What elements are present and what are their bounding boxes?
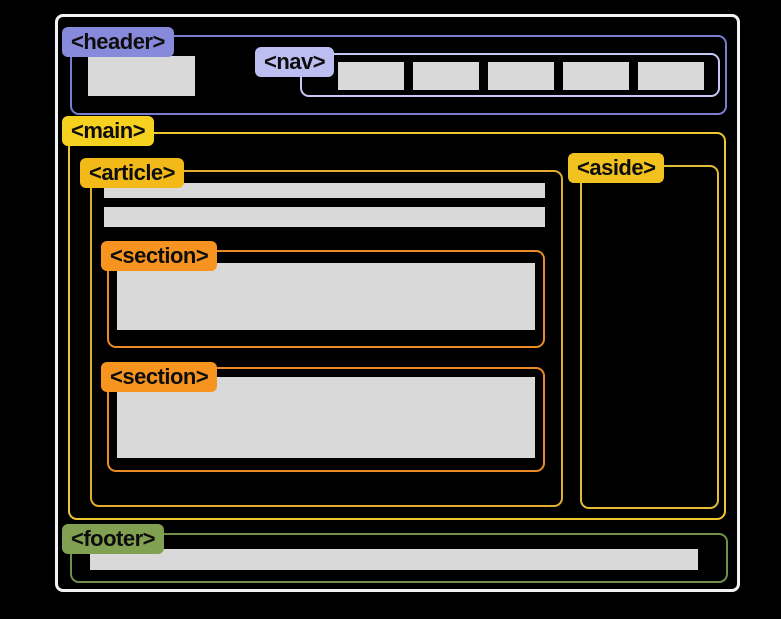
header-region-outline	[70, 35, 727, 115]
article-text-bar	[104, 207, 545, 227]
header-content-block	[88, 56, 195, 96]
footer-region-outline	[70, 533, 728, 583]
article-tag-label: <article>	[80, 158, 185, 188]
nav-item-block	[638, 62, 704, 90]
nav-item-block	[413, 62, 479, 90]
aside-tag-label: <aside>	[568, 153, 665, 183]
nav-item-block	[338, 62, 404, 90]
section-tag-label: <section>	[101, 241, 218, 271]
footer-content-block	[90, 549, 698, 570]
page-outline	[55, 14, 740, 592]
article-region-outline	[90, 170, 563, 507]
section-region-outline	[107, 250, 545, 348]
nav-tag-label: <nav>	[255, 47, 335, 77]
footer-tag-label: <footer>	[62, 524, 165, 554]
section-region-outline	[107, 367, 545, 472]
header-tag-label: <header>	[62, 27, 174, 57]
section-tag-label: <section>	[101, 362, 218, 392]
main-tag-label: <main>	[62, 116, 155, 146]
main-region-outline	[68, 132, 726, 520]
aside-region-outline	[580, 165, 719, 509]
nav-item-block	[488, 62, 554, 90]
nav-item-block	[563, 62, 629, 90]
section-content-block	[117, 263, 535, 330]
article-title-bar	[104, 183, 545, 198]
